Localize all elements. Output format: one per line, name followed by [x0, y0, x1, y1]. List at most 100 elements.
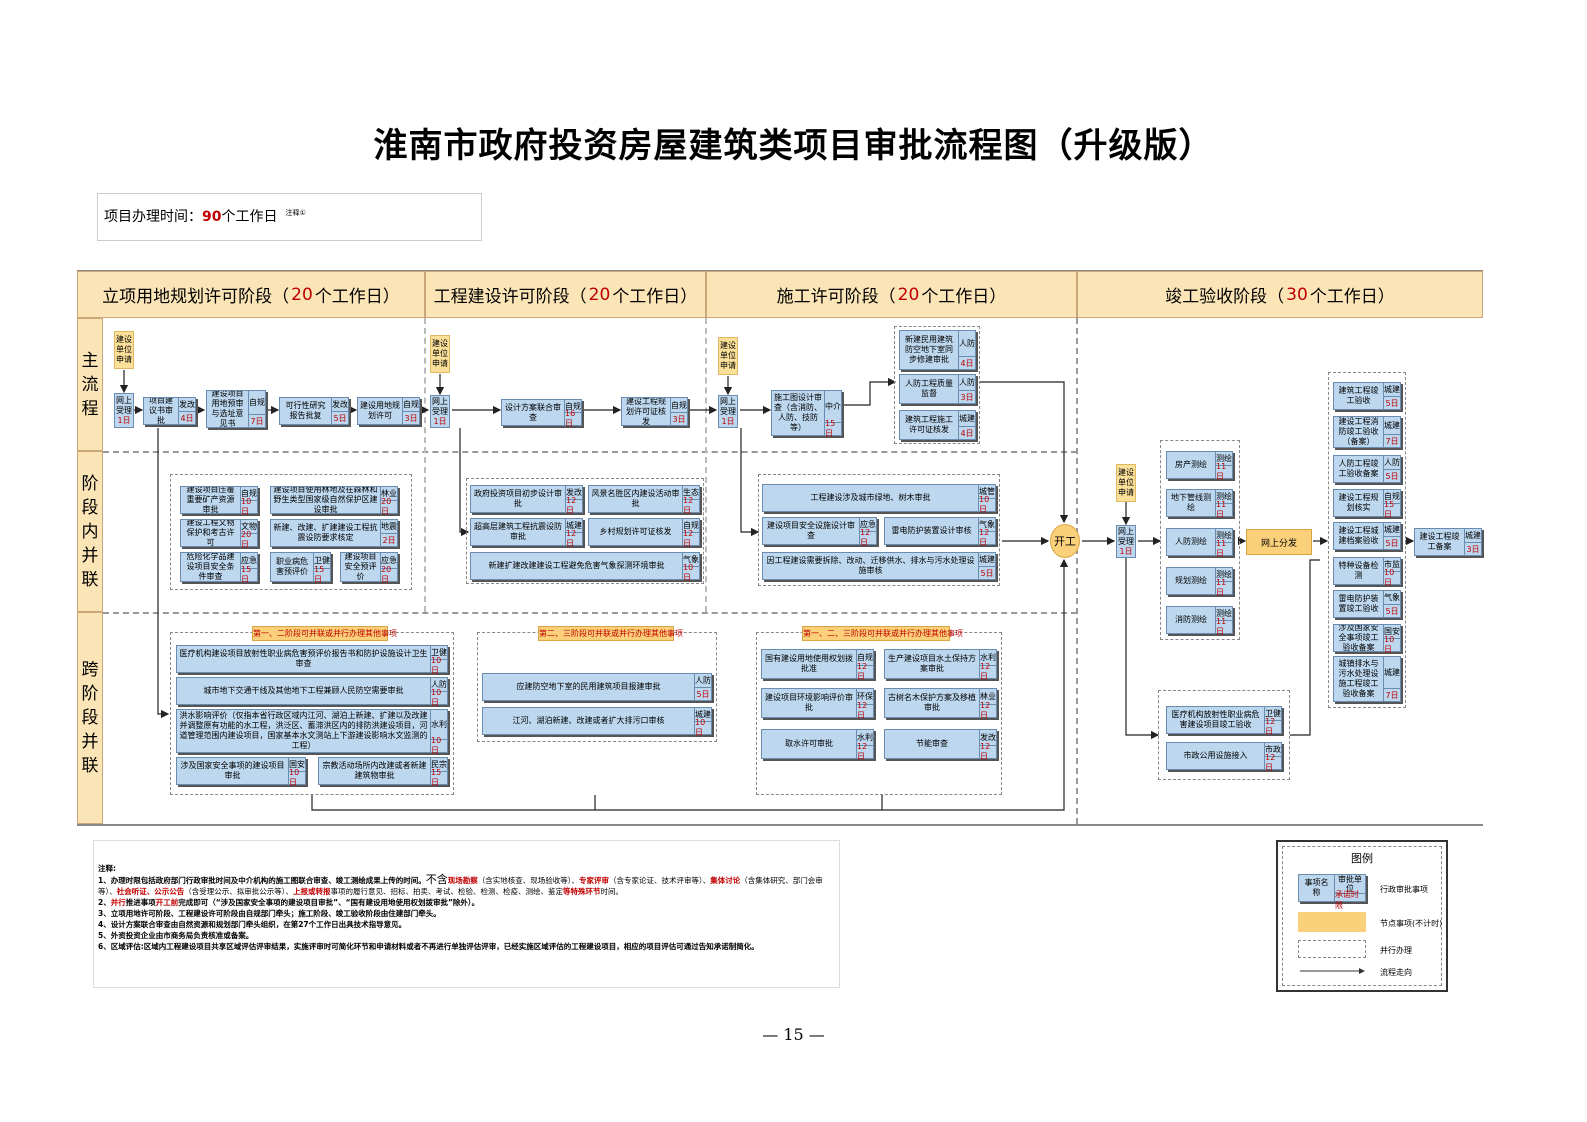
approval-item-name: 江河、湖泊新建、改建或者扩大排污口审核 [512, 716, 665, 725]
approval-item-name: 人防工程质量监督 [905, 379, 953, 398]
group-acceptance [1328, 372, 1406, 708]
approval-time: 15日 [825, 419, 836, 438]
approval-item-name: 乡村规划许可证核发 [599, 527, 672, 536]
approval-item-name: 建设项目安全设施设计审查 [767, 521, 855, 540]
group-stage1-parallel [170, 474, 412, 590]
approval-item-name: 特种设备检测 [1338, 561, 1379, 580]
approval-item-name: 危险化学品建设项目安全条件审查 [186, 553, 235, 581]
approval-time: 15日 [314, 565, 325, 584]
approval-item-name: 工程建设涉及城市绿地、树木审批 [810, 493, 931, 502]
approval-unit: 自规 [857, 650, 873, 666]
approval-item-name: 医疗机构放射性职业病危害建设项目竣工验收 [1171, 710, 1260, 729]
approval-time: 16日 [565, 409, 576, 428]
approval-unit: 国安 [289, 758, 305, 772]
approval-unit: 城建 [1384, 417, 1400, 435]
approval-item-name: 风景名胜区内建设活动审批 [591, 489, 680, 508]
approval-time: 12日 [1265, 717, 1276, 736]
approval-unit: 自规 [1384, 490, 1400, 504]
stage-divider [1076, 318, 1078, 824]
approval-time: 4日 [180, 413, 194, 423]
approval-item-name: 职业病危害预评价 [276, 557, 308, 576]
group-medical-municipal [1158, 690, 1290, 780]
row-label-stage-parallel: 阶段内并联 [77, 451, 103, 612]
approval-unit: 文物 [241, 520, 257, 534]
row-label-cross-parallel: 跨阶段并联 [77, 612, 103, 824]
approval-item-name: 宗教活动场所内改建或者新建建筑物审批 [322, 761, 427, 780]
apply-node-1: 建设单位申请 [114, 331, 134, 369]
approval-unit: 测绘 [1216, 529, 1232, 543]
group-survey [1160, 440, 1240, 640]
approval-unit: 卫健 [314, 553, 330, 569]
approval-time: 15日 [1384, 500, 1395, 519]
approval-time: 10日 [695, 718, 706, 737]
group-stage2-parallel [466, 478, 704, 584]
approval-time: 11日 [1216, 462, 1227, 481]
approval-unit: 应急 [860, 518, 876, 532]
group-stage3-main [894, 326, 980, 444]
group-label-123: 第一、二、三阶段可并联或并行办理其他事项 [802, 626, 963, 641]
approval-unit: 人防 [959, 331, 975, 357]
row-divider-1 [103, 451, 1077, 453]
approval-unit: 城建 [1384, 383, 1400, 397]
project-time-days: 90 [202, 209, 222, 225]
approval-time: 12日 [683, 496, 694, 515]
online-distribution-node: 网上分发 [1246, 529, 1312, 555]
group-label-12: 第一、二阶段可并联或并行办理其他事项 [252, 626, 397, 641]
note-4: 4、设计方案联合审查由自然资源和规划部门牵头组织，在第27个工作日出具技术指导意… [98, 920, 407, 929]
approval-unit: 生态 [683, 486, 699, 500]
approval-item-name: 市政公用设施接入 [1183, 751, 1248, 760]
approval-item-name: 应建防空地下室的民用建筑项目报建审批 [516, 682, 661, 691]
approval-unit: 国安 [1384, 625, 1400, 639]
approval-unit: 测绘 [1216, 568, 1232, 582]
approval-unit: 城建 [979, 553, 995, 567]
project-time-unit: 个工作日 [221, 209, 278, 225]
approval-item-name: 因工程建设需要拆除、改动、迁移供水、排水与污水处理设施审核 [766, 556, 975, 575]
note-3: 3、立项用地许可阶段、工程建设许可阶段由自规部门牵头；施工阶段、竣工验收阶段由住… [98, 909, 441, 918]
legend-arrow-icon [1300, 968, 1365, 974]
approval-time: 3日 [672, 414, 686, 424]
approval-unit: 自规 [403, 398, 419, 412]
approval-unit: 林业 [980, 689, 996, 705]
approval-time: 12日 [566, 496, 577, 515]
approval-time: 11日 [1216, 617, 1227, 636]
approval-unit: 卫健 [1265, 707, 1281, 721]
approval-item-name: 人防测绘 [1175, 537, 1207, 546]
approval-item-name: 建筑工程竣工验收 [1338, 386, 1379, 405]
approval-unit: 应急 [381, 553, 397, 569]
approval-unit: 卫健 [431, 646, 447, 660]
approval-item-name: 建设工程消防竣工验收（备案） [1338, 417, 1379, 446]
approval-unit: 水利 [980, 650, 996, 666]
approval-item-name: 新建扩建改建建设工程避免危害气象探测环境审批 [488, 561, 665, 570]
approval-time: 20日 [381, 497, 392, 516]
approval-unit: 城建 [959, 411, 975, 427]
approval-time: 4日 [960, 428, 974, 438]
approval-unit: 地震 [381, 520, 397, 534]
approval-time: 11日 [1216, 539, 1227, 558]
approval-unit: 水利 [431, 710, 447, 740]
approval-item-name: 涉及国家安全事项的建设项目审批 [180, 761, 285, 780]
project-time-note: 注释① [285, 209, 306, 218]
